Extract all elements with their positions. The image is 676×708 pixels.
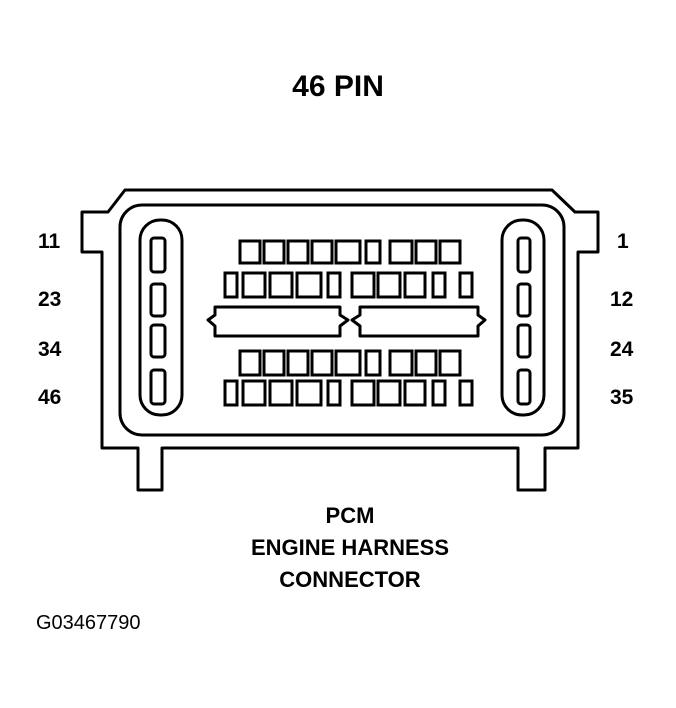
caption-line-1: PCM <box>325 503 375 528</box>
right-key-slot <box>350 305 487 338</box>
pin-label-46: 46 <box>38 386 62 409</box>
connector-inner-frame <box>118 203 566 437</box>
figure-id: G03467790 <box>36 612 141 634</box>
left-key-slot <box>206 305 350 338</box>
pin-label-1: 1 <box>617 230 629 253</box>
pin-label-11: 11 <box>38 230 61 253</box>
pin-label-24: 24 <box>610 338 634 361</box>
left-column-pins <box>149 236 167 406</box>
caption-line-2: ENGINE HARNESS <box>250 535 450 560</box>
right-column-pins <box>516 236 532 406</box>
pin-label-34: 34 <box>38 338 62 361</box>
center-pin-grid <box>223 239 474 407</box>
caption-line-3: CONNECTOR <box>279 567 421 592</box>
left-pin-column <box>138 218 184 417</box>
diagram-title: 46 PIN <box>292 70 384 103</box>
connector-housing <box>80 188 600 492</box>
right-pin-column <box>500 218 546 417</box>
key-slots <box>206 305 487 338</box>
pin-label-12: 12 <box>610 288 634 311</box>
pin-label-35: 35 <box>610 386 634 409</box>
connector-caption: PCM ENGINE HARNESS CONNECTOR <box>180 500 520 596</box>
pin-label-23: 23 <box>38 288 62 311</box>
